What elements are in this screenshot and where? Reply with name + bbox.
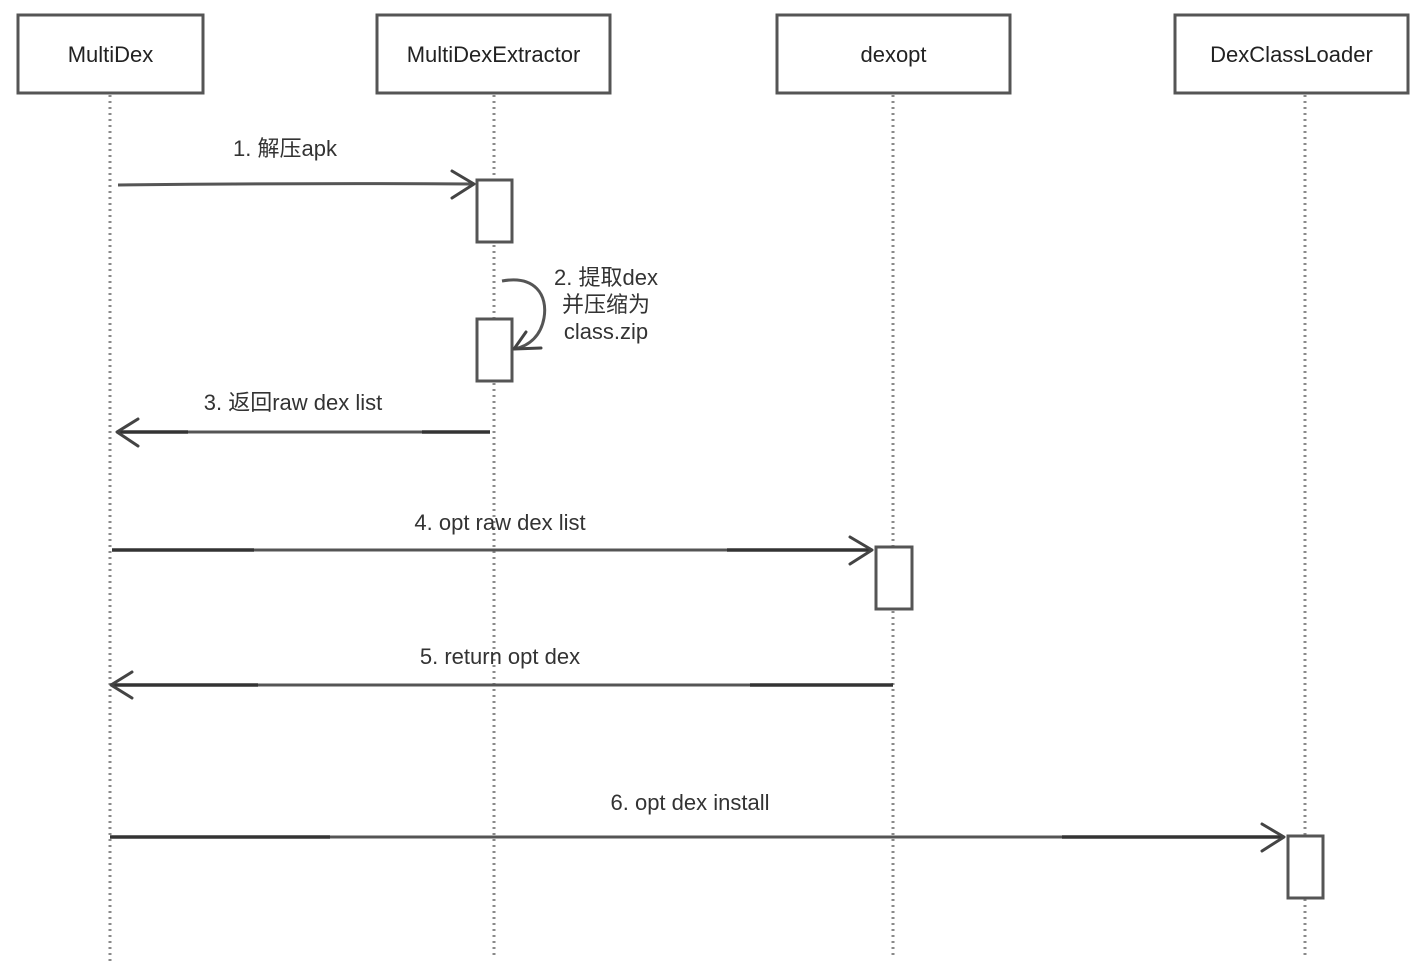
participant-extractor: MultiDexExtractor (375, 13, 612, 95)
activation-dexopt (874, 545, 914, 611)
message-label: class.zip (564, 319, 648, 344)
message-6: 6. opt dex install (110, 790, 1286, 853)
participant-loader: DexClassLoader (1173, 13, 1410, 95)
participant-dexopt: dexopt (775, 13, 1012, 95)
arrow-curved-icon (512, 330, 543, 351)
activation-extractor-2 (475, 317, 514, 383)
message-label: 6. opt dex install (611, 790, 770, 815)
message-label: 3. 返回raw dex list (204, 390, 383, 415)
activation-extractor-1 (475, 178, 514, 244)
message-3: 3. 返回raw dex list (115, 390, 490, 448)
message-5: 5. return opt dex (109, 644, 893, 700)
arrow-right-icon (848, 535, 874, 566)
message-1: 1. 解压apk (117, 136, 476, 200)
participant-label: MultiDexExtractor (407, 42, 581, 67)
arrow-right-icon (450, 169, 476, 200)
message-label: 1. 解压apk (233, 136, 338, 161)
activation-loader (1286, 834, 1325, 900)
participant-multidex: MultiDex (16, 13, 205, 95)
message-4: 4. opt raw dex list (112, 510, 874, 566)
participant-label: MultiDex (68, 42, 154, 67)
message-label: 2. 提取dex (554, 265, 658, 290)
arrow-left-icon (115, 417, 140, 448)
message-2: 2. 提取dex 并压缩为 class.zip (501, 265, 658, 351)
arrow-left-icon (109, 670, 134, 700)
message-label: 并压缩为 (562, 292, 650, 317)
participant-label: DexClassLoader (1210, 42, 1373, 67)
arrow-right-icon (1260, 822, 1286, 853)
participant-label: dexopt (860, 42, 926, 67)
message-label: 4. opt raw dex list (414, 510, 585, 535)
message-label: 5. return opt dex (420, 644, 580, 669)
